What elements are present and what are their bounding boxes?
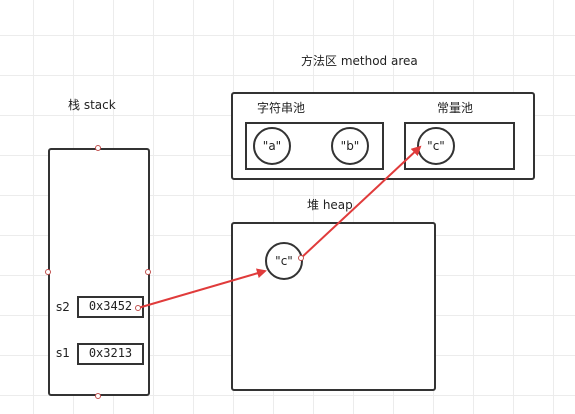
heap-title: 堆 heap bbox=[307, 198, 353, 212]
string-pool-item-b: "b" bbox=[331, 127, 369, 165]
stack-var-s2-name: s2 bbox=[56, 300, 70, 314]
stack-title: 栈 stack bbox=[68, 98, 116, 112]
constant-pool-item-c: "c" bbox=[417, 127, 455, 165]
constant-pool-label: 常量池 bbox=[437, 101, 474, 115]
stack-handle-bottom bbox=[95, 393, 101, 399]
stack-var-s2-value: 0x3452 bbox=[77, 296, 144, 318]
stack-handle-left bbox=[45, 269, 51, 275]
string-pool-label: 字符串池 bbox=[257, 101, 306, 115]
stack-var-s1-name: s1 bbox=[56, 346, 70, 360]
string-pool-item-a: "a" bbox=[253, 127, 291, 165]
stack-handle-top bbox=[95, 145, 101, 151]
stack-var-s1-value: 0x3213 bbox=[77, 343, 144, 365]
heap-box bbox=[231, 222, 436, 391]
method-area-title: 方法区 method area bbox=[301, 54, 418, 68]
heap-object-c: "c" bbox=[265, 242, 303, 280]
stack-handle-right bbox=[145, 269, 151, 275]
